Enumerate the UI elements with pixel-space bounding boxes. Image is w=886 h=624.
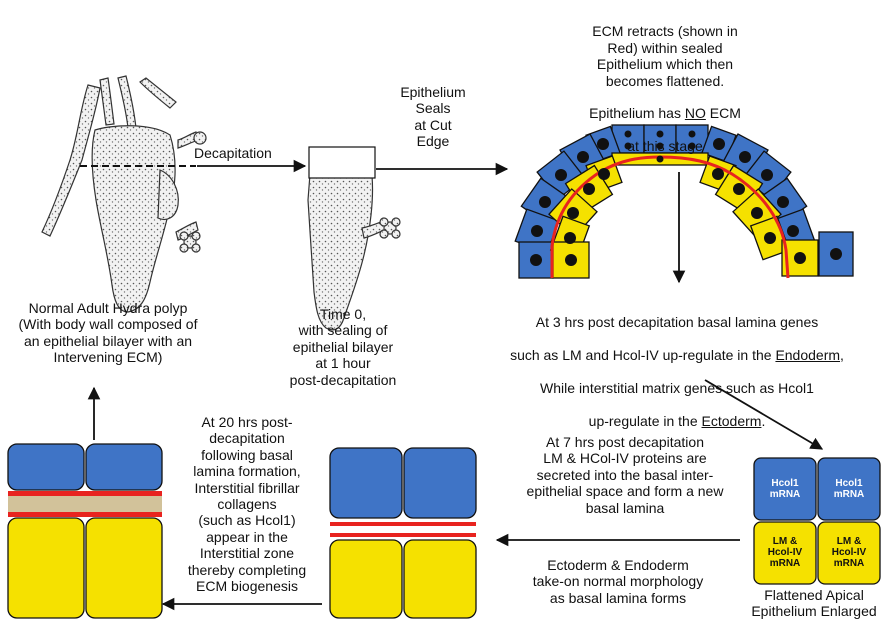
hrs3-endoderm: Endoderm <box>775 347 840 363</box>
ecm-none-pre: Epithelium has <box>589 105 685 121</box>
hrs3-line2-post: , <box>840 347 844 363</box>
decapitation-label: Decapitation <box>194 145 294 161</box>
hrs3-line4-pre: up-regulate in the <box>589 413 702 429</box>
ecto-endo-caption: Ectoderm & Endoderm take-on normal morph… <box>512 557 724 606</box>
flattened-caption: Flattened Apical Epithelium Enlarged <box>742 587 886 620</box>
ecm-none-post: ECM <box>706 105 741 121</box>
hydra-polyp-illustration <box>42 76 206 312</box>
hrs20-caption: At 20 hrs post- decapitation following b… <box>176 414 318 594</box>
cut-edge-box <box>309 147 375 178</box>
hrs3-line4-post: . <box>761 413 765 429</box>
basal-lamina-7hrs-bottom <box>330 533 476 537</box>
hrs3-ectoderm: Ectoderm <box>702 413 762 429</box>
ecm-stage-line: at this stage <box>560 138 770 154</box>
epithelium-seals-label: Epithelium Seals at Cut Edge <box>388 84 478 150</box>
hrs3-line2-pre: such as LM and Hcol-IV up-regulate in th… <box>510 347 775 363</box>
ecm-none-emphasis: NO <box>685 105 706 121</box>
hrs7-caption: At 7 hrs post decapitation LM & HCol-IV … <box>500 434 750 516</box>
hrs3-line4: up-regulate in the Ectoderm. <box>468 413 886 429</box>
bilayer-20hrs <box>8 444 162 618</box>
ecm-retracts-label: ECM retracts (shown in Red) within seale… <box>560 7 770 171</box>
hrs3-line1: At 3 hrs post decapitation basal lamina … <box>468 314 886 330</box>
ecm-none-line: Epithelium has NO ECM <box>560 105 770 121</box>
hrs3-caption: At 3 hrs post decapitation basal lamina … <box>468 298 886 446</box>
hrs3-line2: such as LM and Hcol-IV up-regulate in th… <box>468 347 886 363</box>
basal-lamina-7hrs-top <box>330 522 476 526</box>
normal-polyp-caption: Normal Adult Hydra polyp (With body wall… <box>0 300 216 366</box>
basal-lamina-20hrs-top <box>8 491 162 496</box>
time0-caption: Time 0, with sealing of epithelial bilay… <box>268 306 418 388</box>
basal-lamina-20hrs-bottom <box>8 512 162 517</box>
interstitial-zone-20hrs <box>8 496 162 512</box>
hrs3-line3: While interstitial matrix genes such as … <box>468 380 886 396</box>
ecm-retracts-text: ECM retracts (shown in Red) within seale… <box>560 23 770 89</box>
